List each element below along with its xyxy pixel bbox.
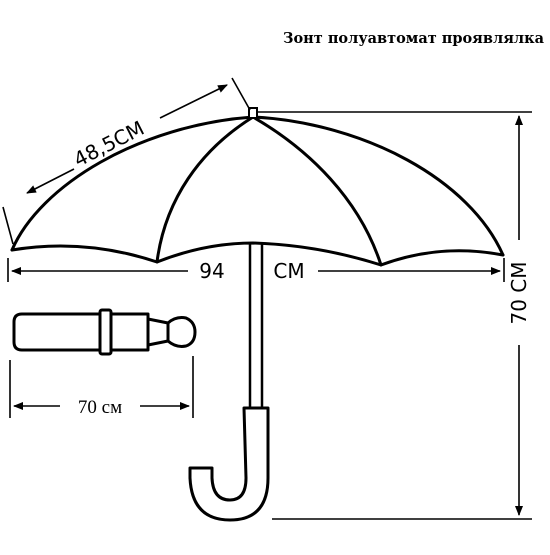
folded-body [12, 312, 150, 352]
diameter-unit-label: СМ [273, 259, 304, 283]
canopy-hem [10, 241, 505, 267]
height-label: 70 СМ [507, 261, 531, 324]
folded-neck [146, 317, 170, 347]
umbrella-handle [188, 406, 270, 522]
diagram-title: Зонт полуавтомат проявлялка [283, 30, 544, 47]
canopy-rib-right [251, 115, 383, 267]
canopy-rib-left [155, 115, 255, 264]
dimension-rib-length [2, 77, 251, 245]
canopy-outline [10, 115, 505, 257]
dimension-diameter [7, 258, 505, 282]
dimension-height [258, 111, 532, 520]
canopy-tip [248, 107, 258, 119]
umbrella-canopy [10, 115, 505, 267]
folded-knob [166, 316, 197, 348]
dimension-folded-length [9, 356, 194, 418]
umbrella-shaft [248, 243, 264, 410]
folded-strap [98, 308, 113, 356]
folded-length-label: 70 см [78, 397, 122, 418]
diameter-value-label: 94 [199, 259, 224, 283]
folded-umbrella [12, 308, 197, 356]
